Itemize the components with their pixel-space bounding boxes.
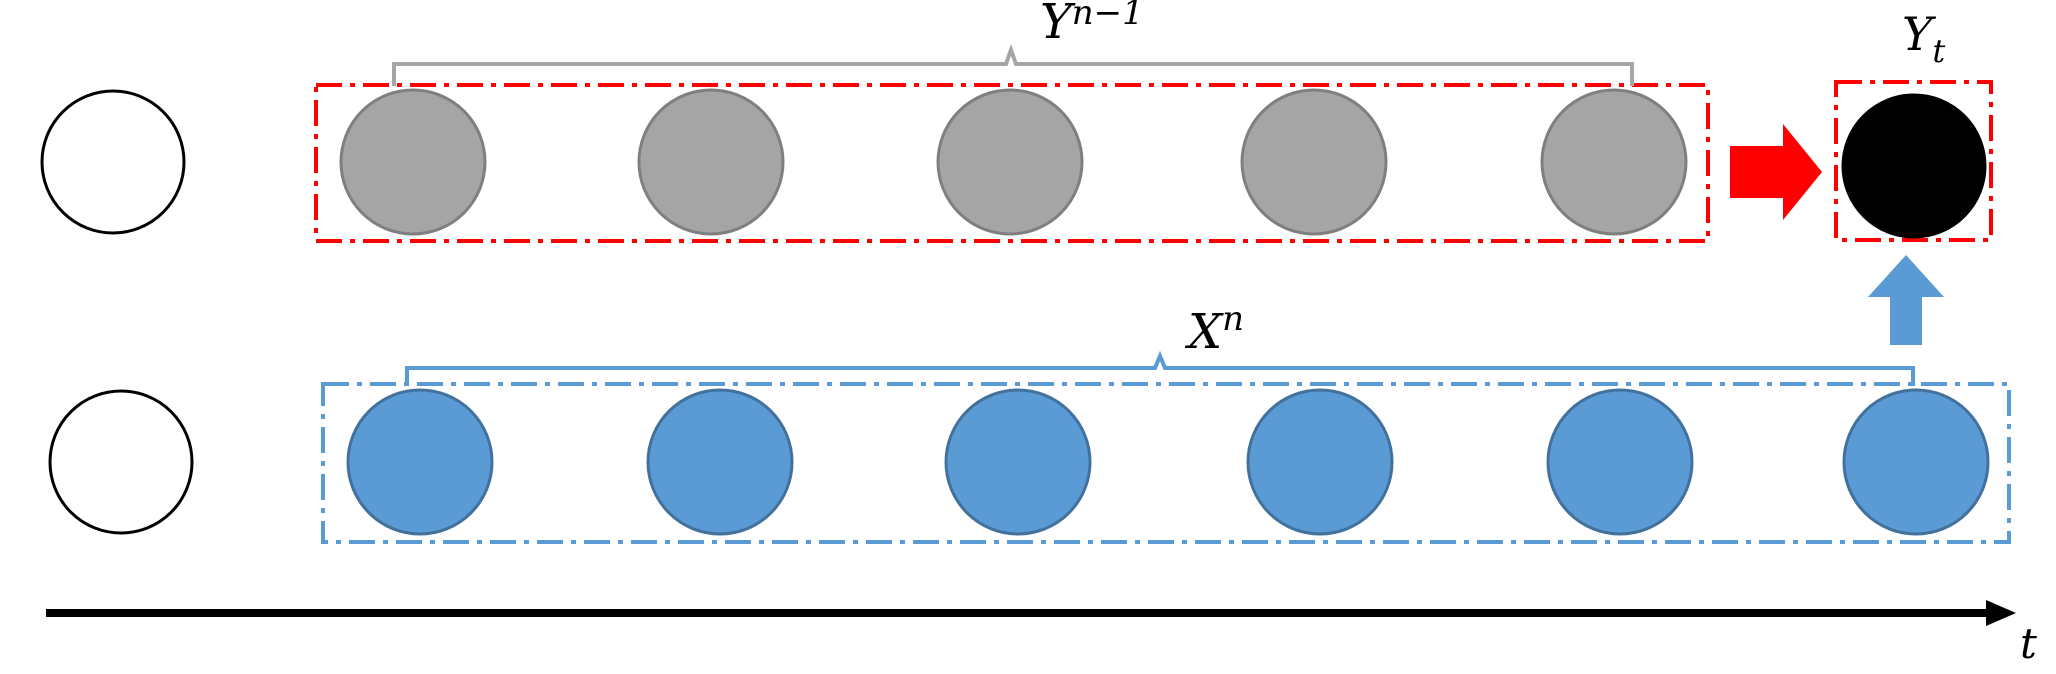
target-box [1834, 80, 1993, 242]
y-history-box [314, 83, 1710, 243]
y-history-label: Yn−1 [1040, 0, 1144, 50]
y-history-node [1240, 88, 1388, 236]
x-empty-node [48, 389, 194, 535]
y-history-node [1540, 88, 1688, 236]
x-history-node [646, 388, 794, 536]
target-node [1841, 93, 1987, 239]
x-history-label: Xn [1184, 299, 1244, 360]
x-history-brace [405, 350, 1915, 386]
time-axis-label: t [2020, 619, 2037, 668]
x-history-node [346, 388, 494, 536]
x-history-box [321, 382, 2011, 544]
y-history-node [339, 88, 487, 236]
time-axis-arrow-icon [1986, 600, 2016, 626]
target-label: Yt [1902, 7, 1945, 70]
y-history-brace [392, 44, 1634, 86]
x-history-node [1546, 388, 1694, 536]
blue-arrow-icon [1868, 255, 1944, 345]
y-empty-node [40, 89, 186, 235]
x-history-node [1842, 388, 1990, 536]
x-history-node [1246, 388, 1394, 536]
y-history-node [637, 88, 785, 236]
x-history-node [944, 388, 1092, 536]
red-arrow-icon [1730, 124, 1822, 220]
y-history-node [936, 88, 1084, 236]
